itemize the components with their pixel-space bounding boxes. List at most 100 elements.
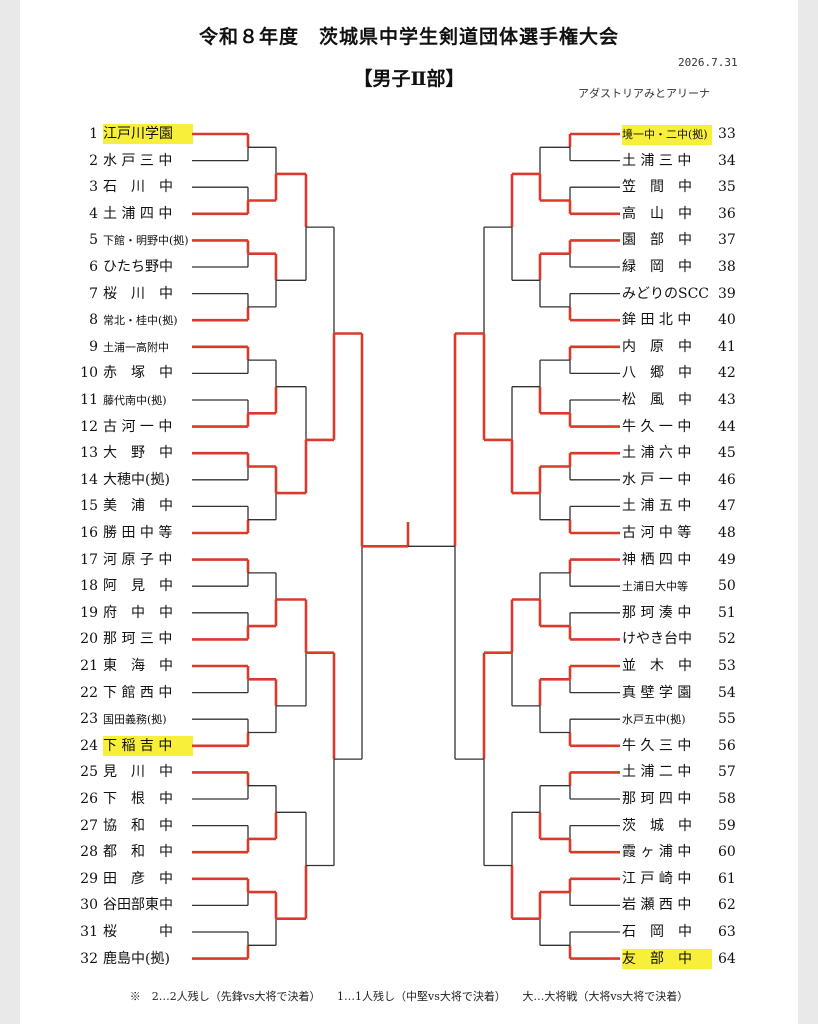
seed-number: 9 [89, 338, 98, 355]
seed-number: 12 [80, 418, 98, 435]
seed-number: 24 [80, 737, 98, 754]
seed-number: 49 [718, 551, 736, 568]
seed-number: 52 [718, 631, 736, 648]
seed-number: 40 [718, 312, 736, 329]
team-name: 土 浦 四 中 [103, 205, 173, 222]
team-name: 桜 川 中 [103, 285, 173, 302]
team-row: 27 協 和 中 [78, 816, 193, 836]
team-row: 4 土 浦 四 中 [78, 204, 193, 224]
team-name: 那 珂 三 中 [103, 631, 173, 648]
team-row: 21 東 海 中 [78, 656, 193, 676]
team-row: 20 那 珂 三 中 [78, 629, 193, 649]
team-name: 茨 城 中 [622, 817, 692, 834]
team-name: 岩 瀬 西 中 [622, 897, 692, 914]
team-row: 24 下 稲 吉 中 [78, 735, 193, 756]
seed-number: 14 [80, 471, 98, 488]
seed-number: 56 [718, 737, 736, 754]
seed-number: 20 [80, 631, 98, 648]
seed-number: 17 [80, 551, 98, 568]
team-name: 桜 中 [103, 924, 173, 940]
team-name: 東 海 中 [103, 658, 173, 674]
seed-number: 23 [80, 711, 98, 728]
team-name: 土 浦 六 中 [622, 445, 692, 462]
team-row: 12 古 河 一 中 [78, 417, 193, 437]
team-name: 見 川 中 [103, 764, 173, 781]
team-name: 阿 見 中 [103, 578, 173, 595]
seed-number: 28 [80, 844, 98, 861]
seed-number: 38 [718, 259, 736, 275]
seed-number: 11 [80, 392, 98, 408]
team-name: 水 戸 三 中 [103, 152, 173, 169]
seed-number: 48 [718, 525, 736, 541]
seed-number: 27 [80, 817, 98, 834]
team-name: 土 浦 三 中 [622, 152, 692, 169]
seed-number: 45 [718, 445, 736, 462]
seed-number: 35 [718, 179, 736, 196]
team-name: 土浦日大中等 [622, 580, 688, 594]
team-row: 園 部 中 37 [622, 230, 738, 250]
team-name: 谷田部東中 [103, 897, 173, 914]
team-name: 下 稲 吉 中 [103, 735, 193, 756]
seed-number: 41 [718, 338, 736, 355]
seed-number: 37 [718, 232, 736, 249]
team-row: 10 赤 塚 中 [78, 363, 193, 383]
team-name: 緑 岡 中 [622, 259, 692, 275]
seed-number: 64 [718, 950, 736, 967]
seed-number: 34 [718, 152, 736, 169]
team-name: 霞 ヶ 浦 中 [622, 844, 692, 861]
seed-number: 44 [718, 418, 736, 435]
team-name: 鹿島中(拠) [103, 950, 170, 967]
team-row: 牛 久 三 中 56 [622, 736, 738, 756]
team-row: 茨 城 中 59 [622, 816, 738, 836]
team-name: 協 和 中 [103, 817, 173, 834]
team-name: 石 川 中 [103, 179, 173, 196]
seed-number: 4 [89, 205, 98, 222]
seed-number: 63 [718, 924, 736, 940]
seed-number: 59 [718, 817, 736, 834]
seed-number: 10 [80, 365, 98, 382]
team-name: 園 部 中 [622, 232, 692, 249]
team-name: 古 河 一 中 [103, 418, 173, 435]
team-name: 常北・桂中(拠) [103, 314, 178, 328]
seed-number: 21 [80, 658, 98, 674]
team-name: 土 浦 五 中 [622, 498, 692, 515]
team-row: 境一中・二中(拠)33 [622, 124, 738, 145]
team-name: 内 原 中 [622, 338, 692, 355]
team-name: 大 野 中 [103, 445, 173, 462]
page-title: 令和８年度 茨城県中学生剣道団体選手権大会 [198, 26, 619, 48]
seed-number: 6 [89, 259, 98, 275]
team-name: 真 壁 学 園 [622, 684, 692, 701]
seed-number: 18 [80, 578, 98, 595]
team-name: 赤 塚 中 [103, 365, 173, 382]
team-name: 土浦一高附中 [103, 340, 169, 354]
seed-number: 43 [718, 392, 736, 408]
team-name: 江戸川学園 [103, 124, 193, 144]
team-name: 府 中 中 [103, 604, 173, 621]
team-name: みどりのSCC [622, 285, 710, 302]
team-name: 美 浦 中 [103, 498, 173, 515]
team-name: 水戸五中(拠) [622, 713, 686, 727]
team-name: 下 根 中 [103, 791, 173, 807]
team-name: 牛 久 三 中 [622, 737, 692, 754]
